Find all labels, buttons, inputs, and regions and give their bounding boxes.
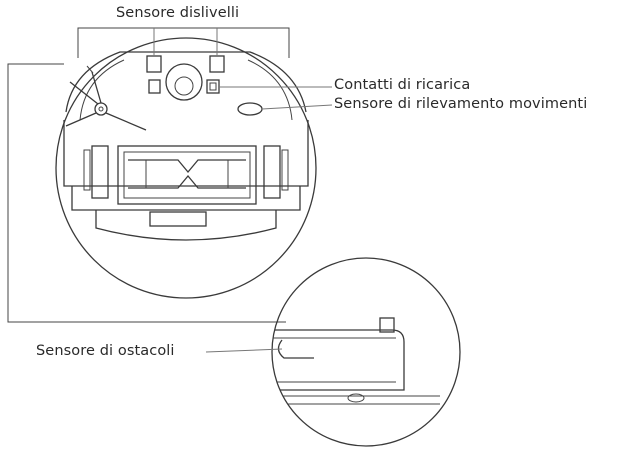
cliff-sensor-label: Sensore dislivelli <box>116 5 240 21</box>
dustbin-panel <box>95 210 277 241</box>
motion-leader <box>261 104 333 110</box>
main-brush-bay <box>117 145 257 205</box>
side-brush-icon <box>65 65 147 131</box>
zoom-detail-circle <box>271 257 461 447</box>
highlight-frame <box>77 27 290 58</box>
charging-contacts-label: Contatti di ricarica <box>334 77 471 93</box>
cliff-sensor-left <box>146 55 162 73</box>
cliff-sensor-right <box>209 55 225 73</box>
robot-body <box>55 37 317 299</box>
caster-wheel <box>165 63 203 101</box>
obstacle-sensor-label: Sensore di ostacoli <box>36 343 175 359</box>
charging-contacts-icon <box>148 79 220 94</box>
drive-wheel-left <box>83 145 109 199</box>
drive-wheel-right <box>263 145 289 199</box>
obstacle-leader <box>205 348 283 353</box>
motion-sensor-label: Sensore di rilevamento movimenti <box>334 96 588 112</box>
motion-sensor-icon <box>237 102 263 116</box>
cliff-sensor-leader <box>153 28 218 56</box>
zoom-connector <box>7 63 286 323</box>
